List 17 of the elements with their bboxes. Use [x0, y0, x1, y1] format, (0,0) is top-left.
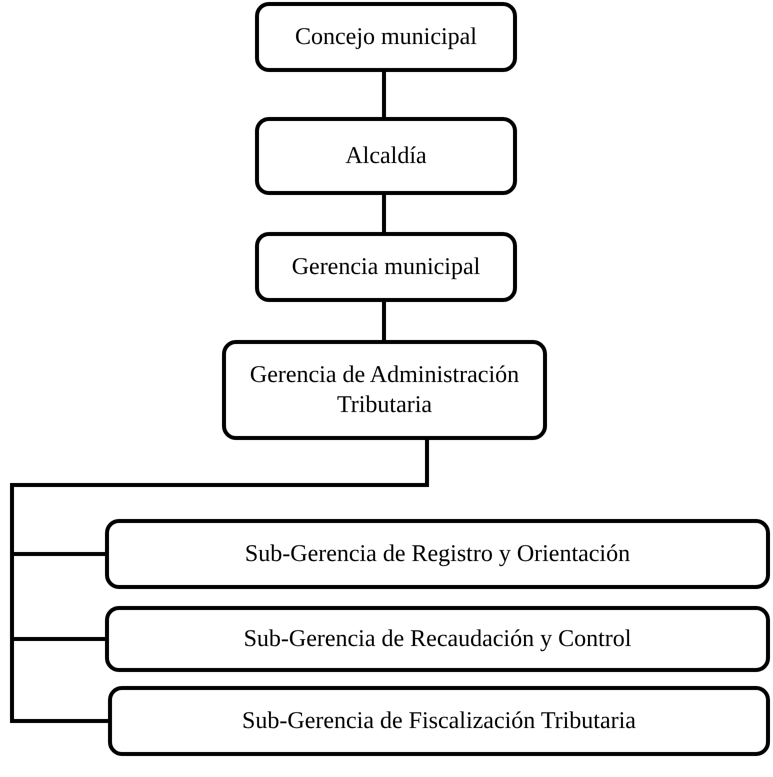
- org-unit-box: [255, 232, 517, 302]
- connector-line: [382, 72, 386, 117]
- org-unit-box: [255, 117, 517, 195]
- unit-name: Sub-Gerencia de Registro y Orientación: [244, 540, 630, 569]
- org-unit-box: [108, 686, 770, 756]
- unit-name: Gerencia municipal: [292, 253, 480, 282]
- org-unit-box: [105, 519, 770, 589]
- org-unit-box: [255, 2, 517, 72]
- unit-name: Concejo municipal: [295, 23, 477, 52]
- org-unit-box: [105, 606, 770, 672]
- unit-name: Gerencia de Administración Tributaria: [248, 361, 520, 420]
- org-unit-box: [222, 340, 547, 440]
- connector-line: [382, 302, 386, 340]
- unit-name: Sub-Gerencia de Recaudación y Control: [244, 625, 632, 654]
- unit-name: Alcaldía: [345, 142, 427, 171]
- unit-name: Sub-Gerencia de Fiscalización Tributaria: [242, 707, 636, 736]
- connector-line: [382, 195, 386, 232]
